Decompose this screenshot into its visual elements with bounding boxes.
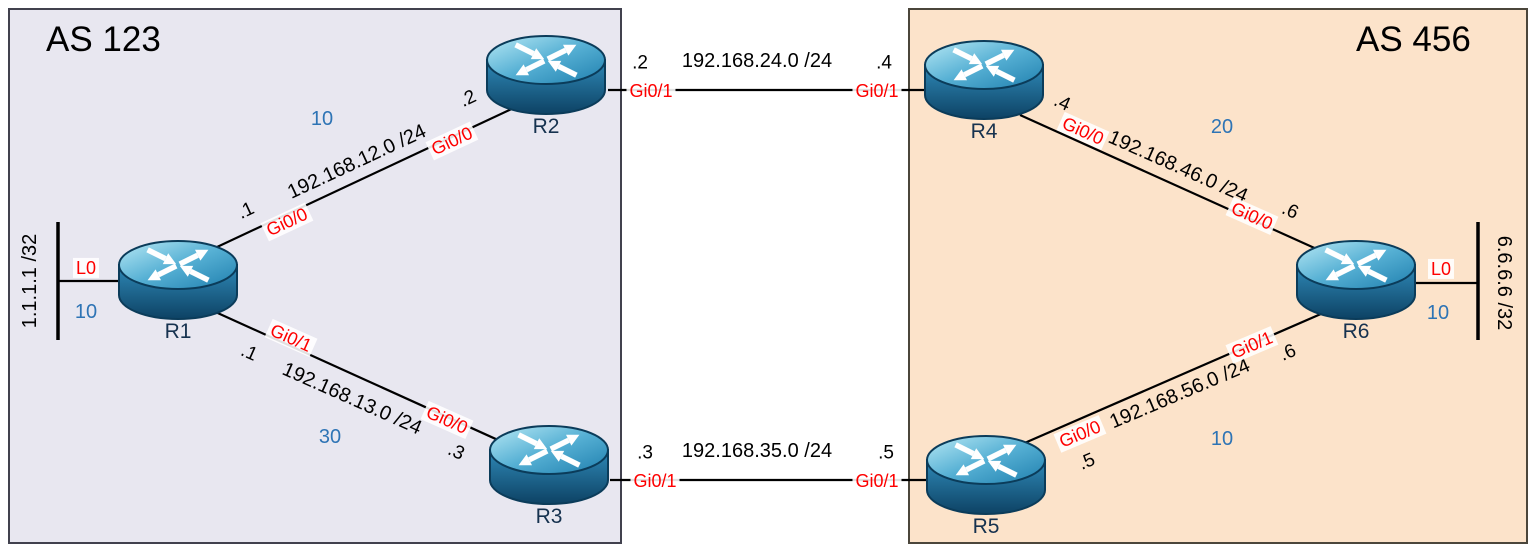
router-r6: R6 (1294, 239, 1418, 344)
router-r2: R2 (484, 34, 608, 139)
link-r2r4-b-iface: Gi0/1 (852, 80, 902, 102)
loopback-r6-iface: L0 (1427, 258, 1455, 280)
as123-label: AS 123 (46, 20, 161, 59)
link-r3r5-network: 192.168.35.0 /24 (681, 439, 833, 462)
router-name: R3 (535, 505, 563, 528)
link-r5r6-cost: 10 (1210, 427, 1234, 450)
router-name: R1 (164, 320, 192, 343)
link-r1r3-cost: 30 (318, 425, 342, 448)
loopback-r6-network: 6.6.6.6 /32 (1493, 235, 1516, 331)
link-r2r4-a-addr: .2 (632, 52, 648, 74)
link-r3r5-b-addr: .5 (878, 442, 894, 464)
link-r2r4-a-iface: Gi0/1 (626, 80, 676, 102)
as456-label: AS 456 (1356, 20, 1471, 59)
loopback-r1-iface: L0 (72, 257, 100, 279)
router-name: R2 (532, 115, 560, 138)
link-line-r1-r3 (199, 303, 521, 452)
router-name: R5 (972, 515, 1000, 538)
link-line-r4-r6 (1019, 113, 1331, 257)
link-r1r2-cost: 10 (310, 107, 334, 130)
link-line-r5-r6 (1019, 308, 1331, 447)
router-icon (116, 239, 240, 323)
link-r3r5-a-addr: .3 (637, 442, 653, 464)
loopback-r1-network: 1.1.1.1 /32 (18, 233, 41, 329)
loopback-r6-cost: 10 (1426, 301, 1450, 324)
router-icon (924, 434, 1048, 518)
router-r1: R1 (116, 239, 240, 344)
router-icon (1294, 239, 1418, 323)
router-icon (484, 34, 608, 118)
link-r4r6-cost: 20 (1210, 115, 1234, 138)
loopback-r1-cost: 10 (74, 300, 98, 323)
link-r3r5-b-iface: Gi0/1 (852, 470, 902, 492)
router-icon (487, 424, 611, 508)
router-name: R6 (1342, 320, 1370, 343)
router-r5: R5 (924, 434, 1048, 539)
router-icon (922, 39, 1046, 123)
link-r2r4-b-addr: .4 (876, 52, 892, 74)
router-r3: R3 (487, 424, 611, 529)
router-name: R4 (970, 120, 998, 143)
router-r4: R4 (922, 39, 1046, 144)
link-r3r5-a-iface: Gi0/1 (630, 470, 680, 492)
link-r2r4-network: 192.168.24.0 /24 (681, 49, 833, 72)
